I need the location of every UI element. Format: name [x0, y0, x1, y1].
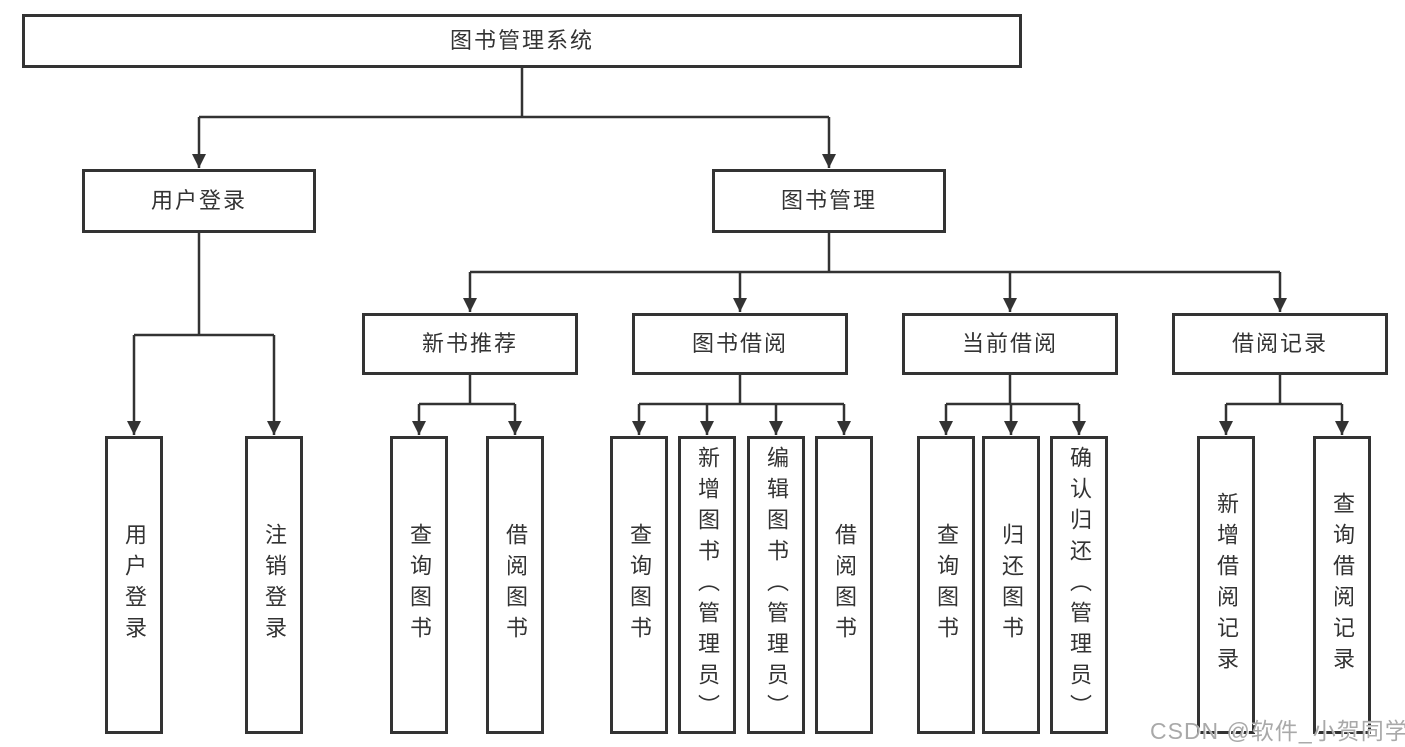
leaf-add-book-admin: 新增图书（管理员）: [678, 436, 736, 734]
leaf-query-books-borrowing-label: 查询图书: [627, 523, 652, 647]
leaf-borrow-books-borrowing-label: 借阅图书: [832, 523, 857, 647]
node-book-management-label: 图书管理: [780, 188, 877, 213]
leaf-return-book-label: 归还图书: [999, 523, 1024, 647]
connector-book-borrowing-children: [632, 375, 851, 435]
leaf-add-borrow-record: 新增借阅记录: [1197, 436, 1255, 734]
leaf-user-login: 用户登录: [105, 436, 163, 734]
node-root-label: 图书管理系统: [449, 28, 594, 53]
node-user-login-label: 用户登录: [150, 188, 247, 213]
connector-current-borrowing-children: [939, 375, 1086, 435]
node-current-borrowing-label: 当前借阅: [961, 331, 1058, 356]
leaf-edit-book-admin-label: 编辑图书（管理员）: [764, 445, 789, 725]
leaf-query-books-recommend-label: 查询图书: [407, 523, 432, 647]
leaf-borrow-books-recommend-label: 借阅图书: [503, 523, 528, 647]
node-new-book-recommend: 新书推荐: [362, 313, 578, 375]
leaf-logout-label: 注销登录: [262, 523, 287, 647]
node-book-borrowing: 图书借阅: [632, 313, 848, 375]
connector-book-management-children: [463, 233, 1287, 312]
node-book-management: 图书管理: [712, 169, 946, 233]
leaf-borrow-books-recommend: 借阅图书: [486, 436, 544, 734]
leaf-confirm-return-admin-label: 确认归还（管理员）: [1067, 445, 1092, 725]
leaf-query-books-recommend: 查询图书: [390, 436, 448, 734]
node-root: 图书管理系统: [22, 14, 1022, 68]
connector-borrowing-records-children: [1219, 375, 1349, 435]
node-book-borrowing-label: 图书借阅: [691, 331, 788, 356]
node-borrowing-records: 借阅记录: [1172, 313, 1388, 375]
leaf-return-book: 归还图书: [982, 436, 1040, 734]
node-borrowing-records-label: 借阅记录: [1231, 331, 1328, 356]
node-new-book-recommend-label: 新书推荐: [421, 331, 518, 356]
connector-root-to-level1: [192, 68, 836, 168]
leaf-confirm-return-admin: 确认归还（管理员）: [1050, 436, 1108, 734]
connector-user-login-children: [127, 233, 281, 435]
leaf-edit-book-admin: 编辑图书（管理员）: [747, 436, 805, 734]
connector-new-book-recommend-children: [412, 375, 522, 435]
leaf-query-books-borrowing: 查询图书: [610, 436, 668, 734]
leaf-add-book-admin-label: 新增图书（管理员）: [695, 445, 720, 725]
leaf-query-books-current-label: 查询图书: [934, 523, 959, 647]
watermark: CSDN @软件_小贺同学: [1150, 718, 1405, 744]
leaf-user-login-label: 用户登录: [122, 523, 147, 647]
node-current-borrowing: 当前借阅: [902, 313, 1118, 375]
leaf-logout: 注销登录: [245, 436, 303, 734]
leaf-query-books-current: 查询图书: [917, 436, 975, 734]
leaf-query-borrow-record: 查询借阅记录: [1313, 436, 1371, 734]
leaf-query-borrow-record-label: 查询借阅记录: [1330, 492, 1355, 678]
node-user-login: 用户登录: [82, 169, 316, 233]
leaf-borrow-books-borrowing: 借阅图书: [815, 436, 873, 734]
leaf-add-borrow-record-label: 新增借阅记录: [1214, 492, 1239, 678]
